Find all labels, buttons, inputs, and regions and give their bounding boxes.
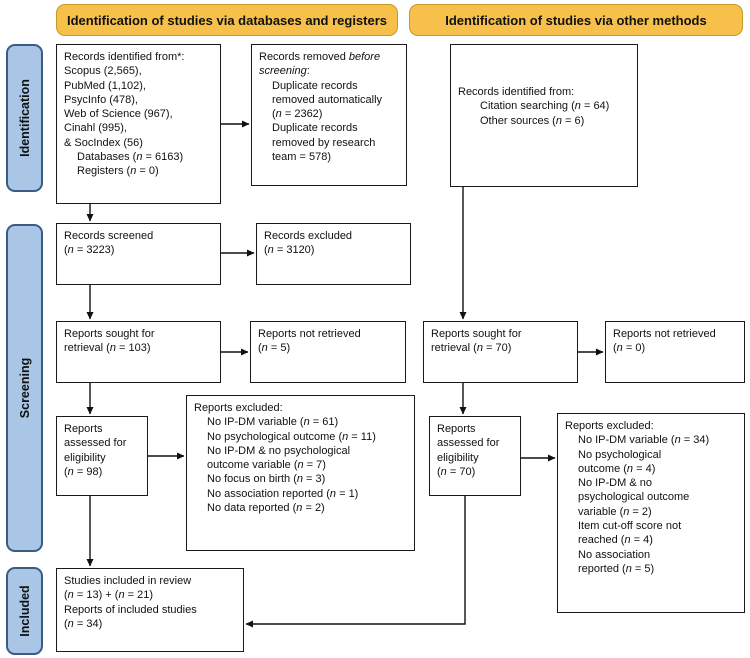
box-line: PsycInfo (478), [64, 93, 138, 106]
box-line: variable (n = 2) [578, 505, 652, 518]
box-line: No IP-DM & no psychological [207, 444, 351, 457]
box-line: Duplicate records [272, 79, 358, 92]
box-line: Item cut-off score not [578, 520, 682, 533]
box-line: No focus on birth (n = 3) [207, 473, 326, 486]
box-line: No psychological outcome (n = 11) [207, 430, 376, 443]
box-line: reported (n = 5) [578, 562, 655, 575]
box-line: No IP-DM variable (n = 34) [578, 434, 710, 447]
box-line: (n = 13) + (n = 21) [64, 589, 153, 602]
box-line: Records identified from*: [64, 51, 185, 63]
box-line: screening: [259, 65, 310, 78]
box-line: psychological outcome [578, 491, 690, 504]
box-db-reports-excluded: Reports excluded: No IP-DM variable (n = … [186, 395, 415, 551]
box-line: eligibility [437, 451, 479, 464]
box-line: Duplicate records [272, 122, 358, 135]
arrow-other-assessed-to-included [245, 496, 466, 628]
box-db-reports-not-retrieved: Reports not retrieved (n = 5) [250, 321, 406, 383]
box-other-reports-not-retrieved: Reports not retrieved (n = 0) [605, 321, 745, 383]
box-line: (n = 70) [437, 465, 476, 478]
box-db-records-excluded: Records excluded (n = 3120) [256, 223, 411, 285]
box-line: Other sources (n = 6) [480, 114, 585, 127]
box-line: Reports sought for [64, 328, 155, 340]
header-databases-registers: Identification of studies via databases … [56, 4, 398, 36]
box-line: Records removed before [259, 51, 381, 63]
box-line: Reports [437, 423, 476, 435]
box-other-reports-excluded: Reports excluded: No IP-DM variable (n = … [557, 413, 745, 613]
box-line: Reports excluded: [194, 402, 283, 414]
box-line: Registers (n = 0) [77, 165, 159, 178]
box-line: (n = 34) [64, 617, 103, 630]
box-line: Scopus (2,565), [64, 65, 142, 78]
box-other-records-identified: Records identified from: Citation searchi… [450, 44, 638, 187]
box-line: retrieval (n = 70) [431, 342, 512, 355]
phase-screening: Screening [6, 224, 43, 552]
box-other-reports-sought: Reports sought for retrieval (n = 70) [423, 321, 578, 383]
box-line: No association [578, 548, 651, 561]
box-line: Reports sought for [431, 328, 522, 340]
box-line: Cinahl (995), [64, 122, 127, 135]
box-line: removed by research [272, 136, 376, 149]
box-line: Studies included in review [64, 575, 192, 587]
box-line: Databases (n = 6163) [77, 151, 184, 164]
box-line: No IP-DM & no [578, 477, 652, 490]
box-line: Records excluded [264, 230, 353, 242]
box-line: Citation searching (n = 64) [480, 100, 610, 113]
box-line: removed automatically [272, 93, 383, 106]
box-line: PubMed (1,102), [64, 79, 146, 92]
box-line: assessed for [437, 437, 500, 450]
box-line: outcome variable (n = 7) [207, 459, 326, 472]
box-line: Reports not retrieved [613, 328, 716, 340]
phase-included: Included [6, 567, 43, 655]
box-line: No psychological [578, 448, 662, 461]
box-line: No IP-DM variable (n = 61) [207, 416, 339, 429]
box-line: (n = 5) [258, 342, 291, 355]
box-line: Reports of included studies [64, 603, 197, 616]
box-line: (n = 2362) [272, 108, 323, 121]
box-line: (n = 3223) [64, 244, 115, 257]
box-line: team = 578) [272, 151, 332, 164]
phase-identification: Identification [6, 44, 43, 192]
box-line: (n = 98) [64, 465, 103, 478]
box-line: (n = 0) [613, 342, 646, 355]
box-db-records-screened: Records screened (n = 3223) [56, 223, 221, 285]
box-line: Reports [64, 423, 103, 435]
box-included-studies: Studies included in review (n = 13) + (n … [56, 568, 244, 652]
box-line: & SocIndex (56) [64, 136, 143, 149]
box-line: Web of Science (967), [64, 108, 173, 121]
box-line: (n = 3120) [264, 244, 315, 257]
box-line: No association reported (n = 1) [207, 487, 359, 500]
box-line: eligibility [64, 451, 106, 464]
box-line: reached (n = 4) [578, 534, 653, 547]
header-other-methods: Identification of studies via other meth… [409, 4, 743, 36]
box-line: Reports excluded: [565, 420, 654, 432]
box-line: No data reported (n = 2) [207, 502, 325, 515]
box-line: Records screened [64, 230, 154, 242]
box-line: assessed for [64, 437, 127, 450]
box-db-records-identified: Records identified from*: Scopus (2,565),… [56, 44, 221, 204]
box-line: outcome (n = 4) [578, 462, 656, 475]
box-db-reports-sought: Reports sought for retrieval (n = 103) [56, 321, 221, 383]
box-line: Records identified from: [458, 86, 575, 98]
box-line: Reports not retrieved [258, 328, 361, 340]
box-line: retrieval (n = 103) [64, 342, 151, 355]
